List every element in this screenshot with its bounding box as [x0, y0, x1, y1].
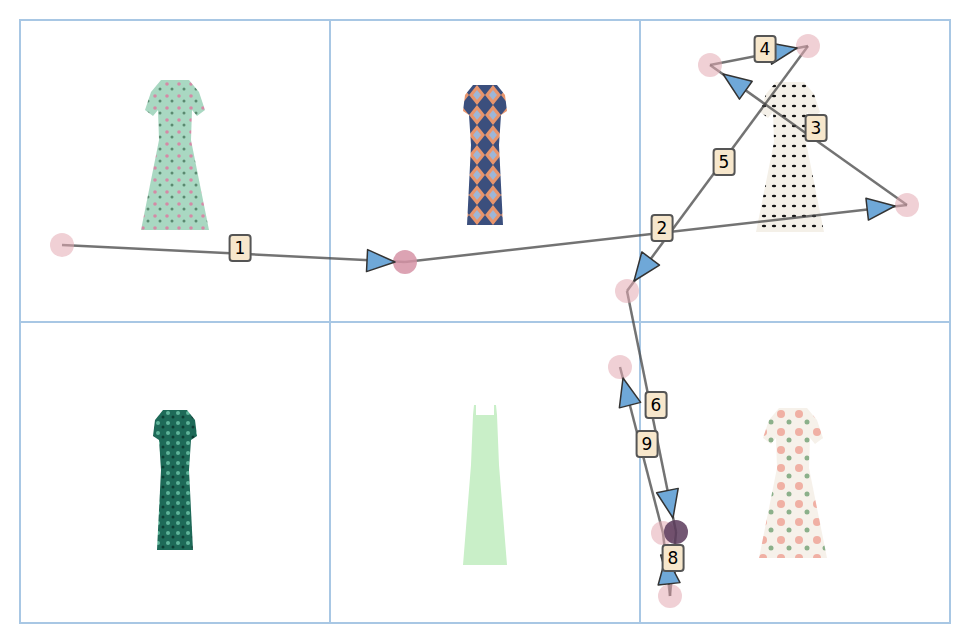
- callout-number: 4: [754, 35, 777, 63]
- callout-number: 8: [662, 544, 685, 572]
- callout-number: 9: [636, 430, 659, 458]
- callout-number: 5: [713, 148, 736, 176]
- callout-number: 3: [805, 114, 828, 142]
- callout-number: 1: [229, 234, 252, 262]
- callout-number: 6: [645, 391, 668, 419]
- callout-number: 2: [651, 214, 674, 242]
